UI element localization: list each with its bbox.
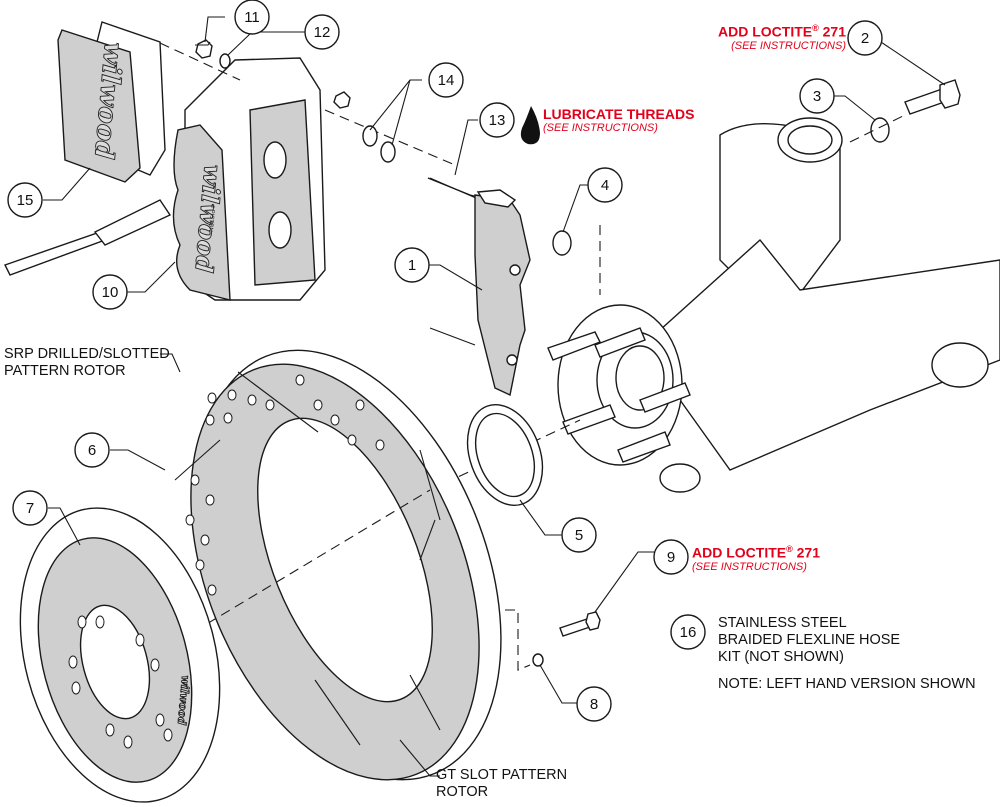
- hat-hardware: [505, 609, 601, 671]
- srp-rotor: [174, 349, 502, 781]
- callout-6: 6: [74, 432, 110, 468]
- svg-text:5: 5: [575, 527, 583, 544]
- svg-text:3: 3: [813, 88, 821, 105]
- callout-11: 11: [234, 0, 270, 35]
- brake-pads: wilwood: [57, 21, 166, 183]
- svg-text:1: 1: [408, 257, 416, 274]
- svg-text:13: 13: [489, 112, 506, 129]
- caliper-piston-marking: 4 PISTON: [207, 204, 215, 232]
- callout-13: 13: [479, 102, 515, 138]
- svg-text:12: 12: [314, 24, 331, 41]
- hose-kit-label: STAINLESS STEEL BRAIDED FLEXLINE HOSE KI…: [718, 615, 901, 665]
- callout-4: 4: [587, 167, 623, 203]
- callout-5: 5: [561, 517, 597, 553]
- srp-rotor-label: SRP DRILLED/SLOTTED PATTERN ROTOR: [4, 346, 170, 379]
- steering-knuckle-hub: [429, 117, 1000, 493]
- gt-rotor-label: GT SLOT PATTERN ROTOR: [436, 767, 568, 800]
- hat-bolt-holes: [68, 615, 173, 749]
- svg-text:9: 9: [667, 549, 675, 566]
- stud-washers: [362, 125, 396, 163]
- callouts: 11 12 14 13 2 3 4 1 15 10 6 7 5 9 8 16: [7, 0, 883, 722]
- callout-2: 2: [847, 20, 883, 56]
- shim-washer: [552, 230, 572, 256]
- svg-text:6: 6: [88, 442, 96, 459]
- caliper-pin: [4, 199, 172, 276]
- loctite-note-bolt-2: ADD LOCTITE® 271 (SEE INSTRUCTIONS): [718, 23, 846, 52]
- callout-14: 14: [428, 62, 464, 98]
- callout-9: 9: [653, 539, 689, 575]
- centering-ring: [466, 403, 544, 507]
- lubricate-threads-note: LUBRICATE THREADS (SEE INSTRUCTIONS): [543, 106, 695, 134]
- rotor-drill-holes: [185, 374, 385, 596]
- callout-10: 10: [92, 274, 128, 310]
- left-hand-note: NOTE: LEFT HAND VERSION SHOWN: [718, 676, 976, 692]
- oil-drop-icon: [520, 106, 540, 145]
- svg-text:8: 8: [590, 696, 598, 713]
- callout-16: 16: [670, 614, 706, 650]
- svg-text:2: 2: [861, 30, 869, 47]
- svg-text:4: 4: [601, 177, 609, 194]
- callout-12: 12: [304, 14, 340, 50]
- callout-1: 1: [394, 247, 430, 283]
- callout-3: 3: [799, 78, 835, 114]
- svg-text:10: 10: [102, 284, 119, 301]
- bracket-bolt: [849, 79, 961, 143]
- caliper-bracket: [427, 177, 531, 397]
- svg-text:7: 7: [26, 500, 34, 517]
- svg-text:14: 14: [438, 72, 455, 89]
- svg-text:16: 16: [680, 624, 697, 641]
- callout-8: 8: [576, 686, 612, 722]
- callout-15: 15: [7, 182, 43, 218]
- svg-text:11: 11: [244, 9, 260, 26]
- hat-logo: wilwood: [175, 675, 192, 726]
- rotor-hat: wilwood: [19, 507, 221, 803]
- loctite-note-bolt-9: ADD LOCTITE® 271 (SEE INSTRUCTIONS): [692, 544, 820, 573]
- callout-7: 7: [12, 490, 48, 526]
- caliper: wilwood 4 PISTON: [172, 57, 326, 301]
- svg-text:15: 15: [17, 192, 34, 209]
